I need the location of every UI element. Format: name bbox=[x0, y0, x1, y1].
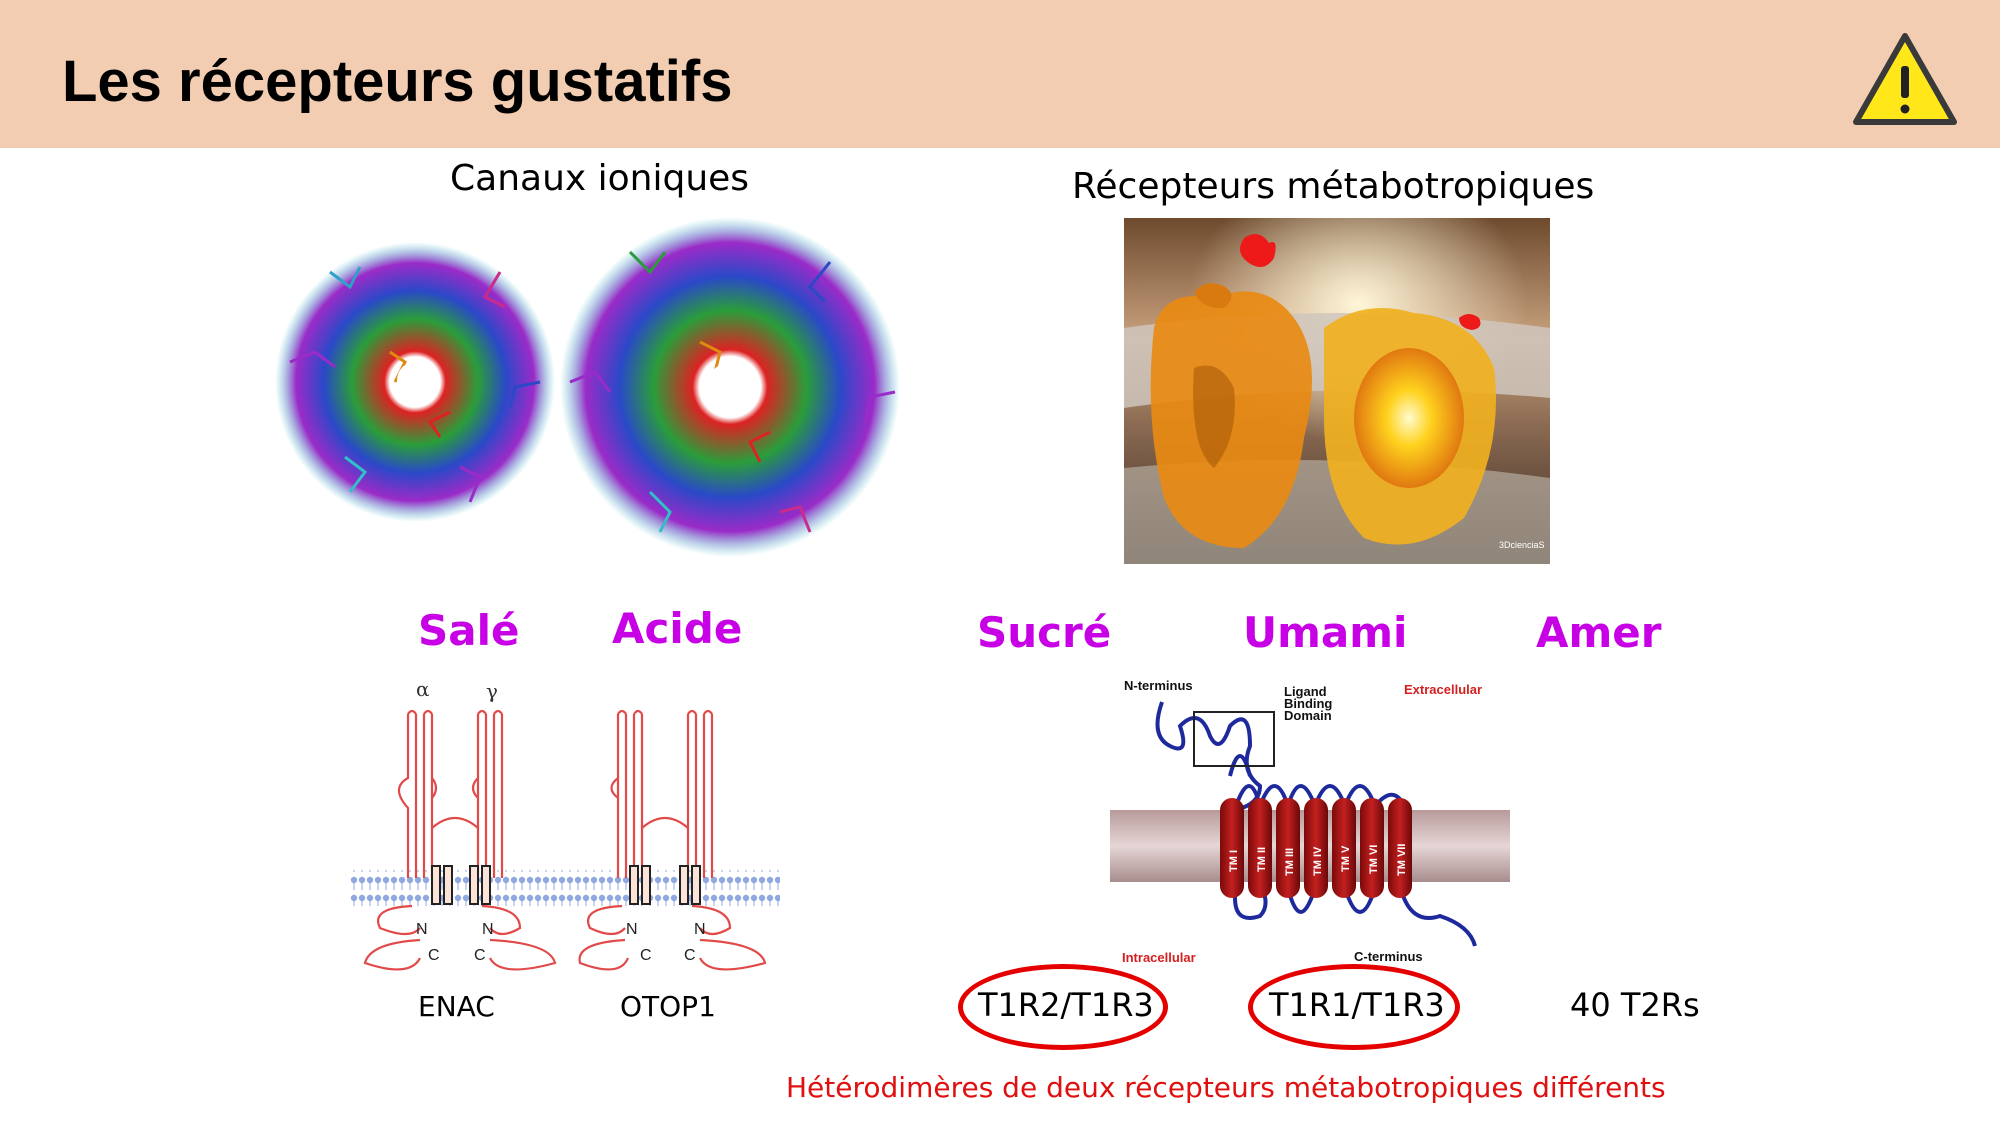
heterodimer-footnote: Hétérodimères de deux récepteurs métabot… bbox=[786, 1071, 1666, 1104]
otop1-left-n-label: N bbox=[626, 921, 638, 938]
highlight-ellipse-umami bbox=[1248, 964, 1460, 1050]
metabotropic-receptor-render-image: 3DcienciaS bbox=[1124, 218, 1550, 564]
gamma-subunit-label: γ bbox=[486, 679, 498, 703]
title-bar bbox=[0, 0, 2000, 148]
receptor-t1r2-t1r3: T1R2/T1R3 bbox=[978, 986, 1154, 1024]
otop1-right-n-label: N bbox=[694, 921, 706, 938]
tm-7-label: TM VII bbox=[1396, 844, 1408, 876]
enac-alpha-c-label: C bbox=[428, 947, 440, 964]
ligand-binding-label-line1: Ligand bbox=[1284, 684, 1327, 699]
ion-channels-heading: Canaux ioniques bbox=[450, 158, 750, 199]
tm-5-label: TM V bbox=[1340, 845, 1352, 872]
n-terminus-label: N-terminus bbox=[1124, 678, 1193, 693]
taste-label-umami: Umami bbox=[1243, 608, 1408, 657]
metabotropic-heading: Récepteurs métabotropiques bbox=[1072, 166, 1595, 207]
ion-channel-topology-diagram: α γ N N N N C C C C bbox=[350, 678, 780, 971]
highlight-ellipse-sucre bbox=[958, 964, 1168, 1050]
tm-4-label: TM IV bbox=[1312, 846, 1324, 876]
intracellular-label: Intracellular bbox=[1122, 950, 1196, 965]
ligand-binding-label-line2: Binding bbox=[1284, 696, 1332, 711]
tm-3-label: TM III bbox=[1284, 848, 1296, 876]
enac-gamma-n-label: N bbox=[482, 921, 494, 938]
extracellular-label: Extracellular bbox=[1404, 682, 1482, 697]
taste-label-acide: Acide bbox=[612, 604, 743, 653]
tm-2-label: TM II bbox=[1256, 847, 1268, 872]
alpha-subunit-label: α bbox=[416, 678, 430, 701]
taste-label-sale: Salé bbox=[418, 606, 520, 655]
receptor-enac: ENAC bbox=[418, 990, 495, 1023]
otop1-structure bbox=[560, 217, 900, 557]
enac-structure bbox=[275, 242, 555, 522]
tm-6-label: TM VI bbox=[1368, 845, 1380, 874]
slide-title: Les récepteurs gustatifs bbox=[62, 49, 733, 114]
receptor-otop1: OTOP1 bbox=[620, 990, 716, 1023]
warning-triangle-icon bbox=[1853, 33, 1957, 125]
image-credit: 3DcienciaS bbox=[1499, 540, 1545, 550]
taste-label-amer: Amer bbox=[1536, 608, 1662, 657]
otop1-left-c-label: C bbox=[640, 947, 652, 964]
otop1-right-c-label: C bbox=[684, 947, 696, 964]
ion-channel-structures-image bbox=[275, 217, 900, 557]
c-terminus-label: C-terminus bbox=[1354, 949, 1423, 964]
taste-label-sucre: Sucré bbox=[977, 608, 1112, 657]
ligand-binding-label-line3: Domain bbox=[1284, 708, 1332, 723]
receptor-t1r1-t1r3: T1R1/T1R3 bbox=[1269, 986, 1445, 1024]
enac-alpha-n-label: N bbox=[416, 921, 428, 938]
gpcr-7tm-diagram: TM I TM II TM III TM IV TM V TM VI TM VI… bbox=[1110, 678, 1510, 965]
receptor-t2rs: 40 T2Rs bbox=[1570, 986, 1700, 1024]
enac-gamma-c-label: C bbox=[474, 947, 486, 964]
tm-1-label: TM I bbox=[1228, 850, 1240, 872]
